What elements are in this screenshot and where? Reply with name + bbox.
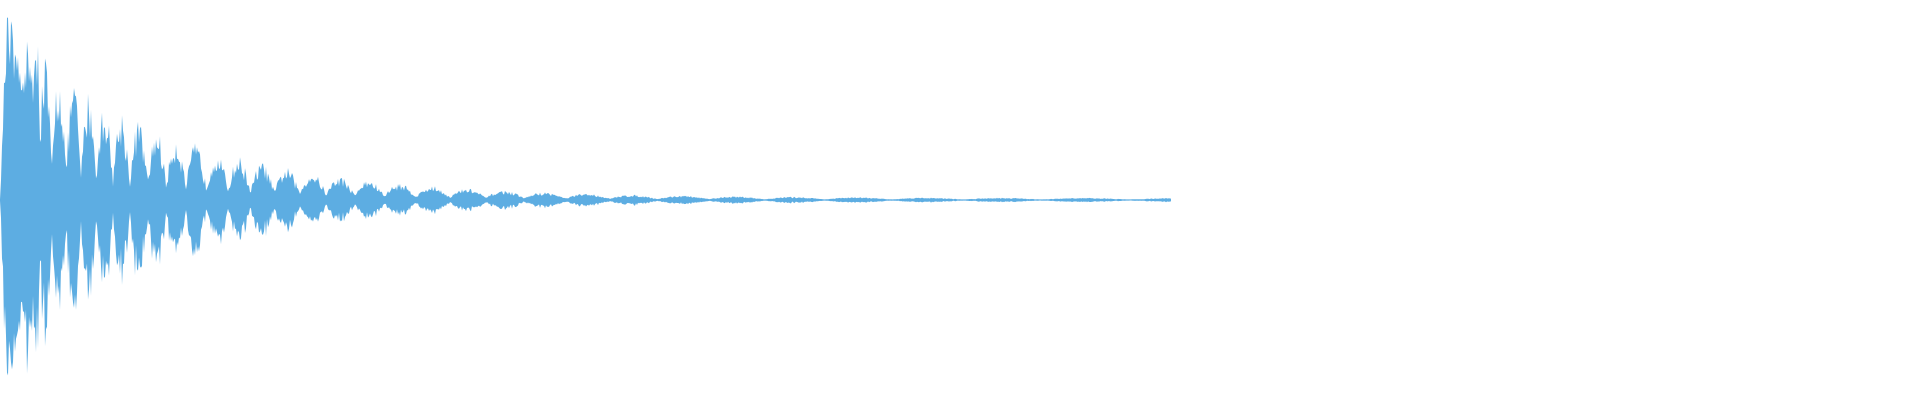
waveform-envelope: [0, 17, 1171, 376]
